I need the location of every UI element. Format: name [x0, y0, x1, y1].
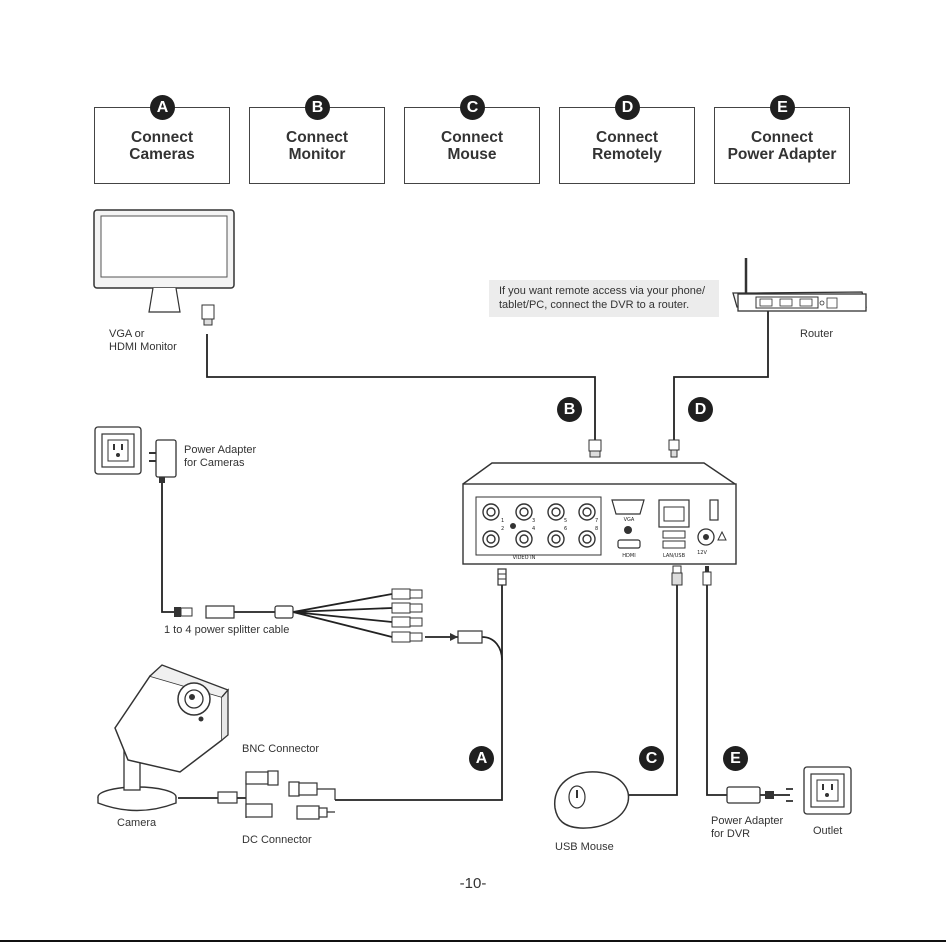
step-box-power: Connect Power Adapter: [714, 107, 850, 184]
step-badge-b: B: [305, 95, 330, 120]
label-bnc: BNC Connector: [242, 743, 320, 755]
remote-access-note: If you want remote access via your phone…: [489, 280, 719, 317]
dvr-panel-labels: VIDEO IN VGA HDMI LAN/USB 12V 1 2 3 4 5 …: [501, 517, 707, 561]
monitor-cable: [206, 334, 596, 440]
mouse-illustration: [554, 771, 630, 829]
label-video-in: VIDEO IN: [513, 555, 536, 561]
label-lan-usb: LAN/USB: [663, 553, 686, 559]
dvr-unit: [462, 462, 737, 565]
label-power: 12V: [697, 550, 707, 556]
label-ch3: 3: [532, 518, 535, 524]
camera-power-cable: [161, 483, 178, 613]
network-cable: [673, 309, 769, 440]
dvr-power-adapter: [726, 786, 793, 804]
label-monitor: VGA or HDMI Monitor: [109, 328, 177, 353]
step-badge-e: E: [770, 95, 795, 120]
label-outlet: Outlet: [813, 825, 843, 837]
step-title-remote: Connect Remotely: [592, 128, 662, 163]
network-plug: [668, 439, 680, 458]
label-ch7: 7: [595, 518, 598, 524]
label-ch2: 2: [501, 526, 504, 532]
camera-power-adapter: [149, 439, 177, 483]
dc-plug-dvr: [702, 566, 712, 586]
badge-a-camera: A: [469, 746, 494, 771]
badge-b-monitor: B: [557, 397, 582, 422]
step-badge-d: D: [615, 95, 640, 120]
vga-port: [611, 499, 645, 515]
usb-port-2: [662, 540, 686, 549]
label-dvr-adapter: Power Adapter for DVR: [711, 815, 784, 840]
label-ch6: 6: [564, 526, 567, 532]
monitor-plug: [588, 439, 602, 458]
hdmi-port: [617, 539, 641, 549]
label-splitter: 1 to 4 power splitter cable: [164, 624, 290, 636]
router-illustration: [732, 258, 867, 312]
camera-illustration: [97, 664, 230, 812]
dvr-outlet: [803, 766, 852, 815]
label-dc: DC Connector: [242, 834, 312, 846]
label-ch4: 4: [532, 526, 535, 532]
usb-plug-dvr: [671, 565, 683, 586]
label-ch1: 1: [501, 518, 504, 524]
splitter-cable: [174, 588, 483, 644]
label-camera-adapter: Power Adapter for Cameras: [184, 444, 257, 469]
step-badge-c: C: [460, 95, 485, 120]
usb-port-1: [662, 530, 686, 539]
badge-e-power: E: [723, 746, 748, 771]
step-title-cameras: Connect Cameras: [129, 128, 195, 163]
monitor-illustration: [93, 209, 235, 326]
camera-cable-a: [335, 636, 503, 801]
step-badge-a: A: [150, 95, 175, 120]
label-mouse: USB Mouse: [555, 841, 614, 853]
footer-rule: [0, 940, 946, 942]
camera-connectors: [217, 770, 336, 820]
badge-c-mouse: C: [639, 746, 664, 771]
power-switch: [709, 499, 719, 521]
label-vga: VGA: [624, 517, 635, 523]
camera-outlet: [94, 426, 142, 475]
label-ch8: 8: [595, 526, 598, 532]
label-router: Router: [800, 328, 834, 340]
step-title-monitor: Connect Monitor: [286, 128, 348, 163]
video-in-ports: [482, 503, 596, 548]
dvr-power-cable: [706, 585, 727, 796]
step-title-power: Connect Power Adapter: [727, 128, 837, 163]
label-camera: Camera: [117, 817, 157, 829]
label-hdmi: HDMI: [622, 553, 635, 559]
label-ch5: 5: [564, 518, 567, 524]
step-title-mouse: Connect Mouse: [441, 128, 503, 163]
bnc-plug-dvr: [497, 568, 507, 586]
cables: [161, 309, 790, 801]
splitter-branches: [292, 593, 393, 638]
badge-d-router: D: [688, 397, 713, 422]
mouse-cable: [628, 585, 678, 796]
page-number: -10-: [459, 875, 487, 892]
